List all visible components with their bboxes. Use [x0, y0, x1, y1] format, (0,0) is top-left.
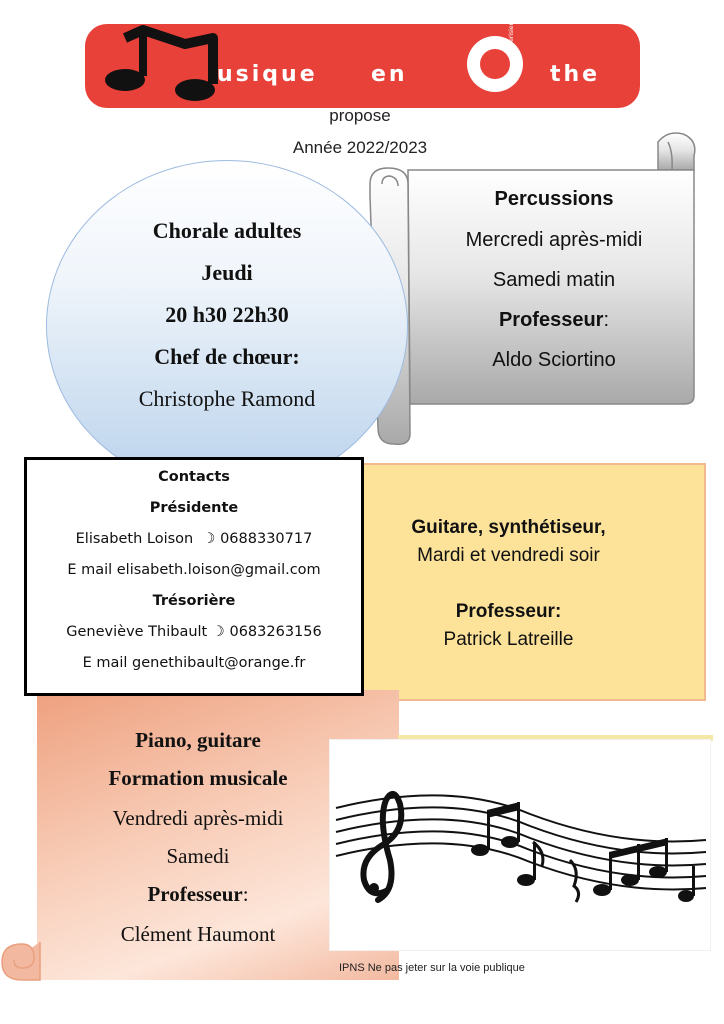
chorale-director: Christophe Ramond — [138, 386, 316, 411]
logo-text-musique: usique — [217, 62, 318, 87]
piano-line2: Samedi — [166, 844, 230, 868]
scroll-curl-icon — [1, 942, 41, 981]
piano-title2: Formation musicale — [108, 766, 288, 790]
piano-line1: Vendredi après-midi — [112, 806, 284, 830]
contacts-title: Contacts — [158, 469, 230, 485]
percussions-teacher: Aldo Sciortino — [492, 349, 616, 371]
treasurer-phone: 0683263156 — [229, 624, 322, 640]
piano-role-suffix: : — [242, 882, 249, 906]
president-email: E mail elisabeth.loison@gmail.com — [67, 562, 321, 578]
piano-title1: Piano, guitare — [135, 728, 261, 752]
chorale-title: Chorale adultes — [152, 218, 302, 243]
percussions-role: Professeur: — [410, 309, 698, 332]
footer-text: IPNS Ne pas jeter sur la voie publique — [339, 962, 525, 974]
president-line: Elisabeth Loison ☽ 0688330717 — [27, 531, 361, 547]
treasurer-name: Geneviève Thibault — [66, 624, 208, 640]
percussions-line2: Samedi matin — [492, 269, 616, 291]
chorale-time: 20 h30 22h30 — [165, 302, 289, 327]
president-phone: 0688330717 — [220, 531, 313, 547]
image-top-border — [398, 735, 713, 741]
logo-text-othe: the — [550, 62, 601, 87]
chorale-day: Jeudi — [201, 260, 253, 285]
music-notes-image — [330, 740, 710, 950]
percussions-line1: Mercredi après-midi — [465, 229, 643, 251]
treasurer-label: Trésorière — [152, 593, 236, 609]
chorale-circle: Chorale adultes Jeudi 20 h30 22h30 Chef … — [46, 160, 408, 492]
subtitle: propose — [329, 106, 391, 125]
guitar-box: Guitare, synthétiseur, Mardi et vendredi… — [311, 463, 706, 701]
logo-small-text: Cerisiers — [508, 19, 515, 46]
contacts-box: Contacts Présidente Elisabeth Loison ☽ 0… — [24, 457, 364, 696]
music-note-logo-icon — [105, 25, 523, 101]
phone-icon: ☽ — [202, 531, 216, 547]
treasurer-email: E mail genethibault@orange.fr — [82, 655, 306, 671]
year: Année 2022/2023 — [292, 138, 428, 157]
percussions-title: Percussions — [494, 188, 614, 210]
piano-teacher: Clément Haumont — [120, 922, 276, 946]
header-banner: usique en the Cerisiers — [85, 20, 640, 108]
piano-role-label: Professeur — [147, 882, 243, 906]
guitar-role: Professeur: — [455, 601, 562, 622]
music-staff-icon — [335, 791, 707, 903]
guitar-teacher: Patrick Latreille — [443, 629, 574, 650]
piano-role: Professeur: — [17, 882, 379, 907]
chorale-role: Chef de chœur: — [154, 344, 300, 369]
treasurer-line: Geneviève Thibault ☽ 0683263156 — [27, 624, 361, 640]
guitar-schedule: Mardi et vendredi soir — [417, 545, 600, 566]
percussions-role-suffix: : — [603, 309, 610, 331]
logo-text-en: en — [371, 62, 408, 87]
guitar-title: Guitare, synthétiseur, — [411, 517, 606, 538]
president-name: Elisabeth Loison — [75, 531, 194, 547]
phone-icon: ☽ — [211, 624, 225, 640]
president-label: Présidente — [149, 500, 239, 516]
percussions-role-label: Professeur — [498, 309, 604, 331]
